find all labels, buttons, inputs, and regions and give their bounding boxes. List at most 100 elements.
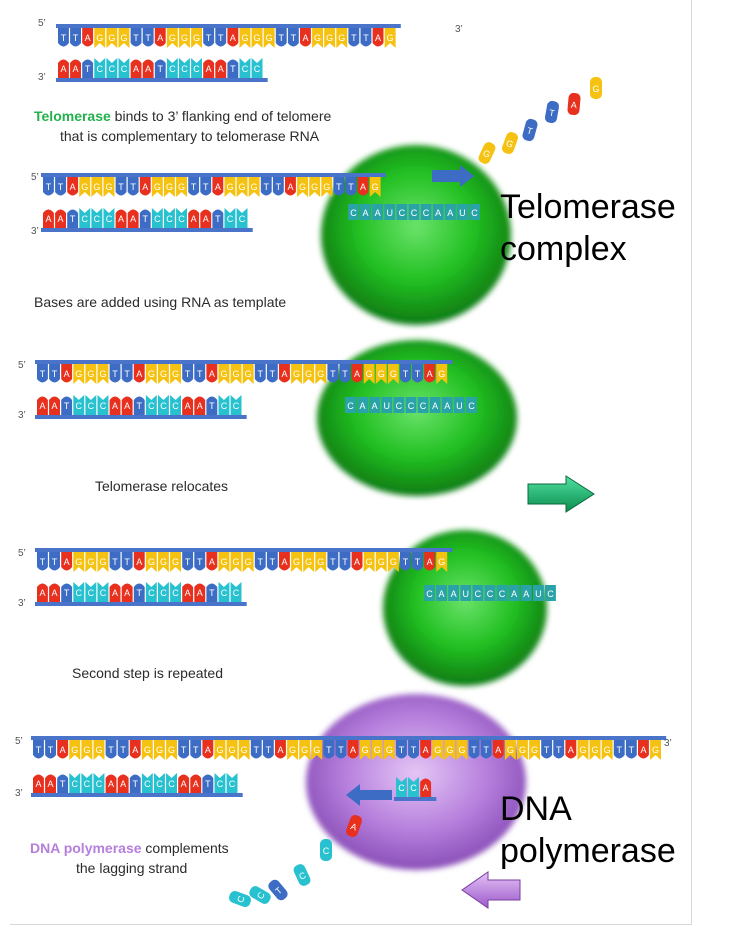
- step3-top-strand-base: [387, 364, 399, 384]
- step5-bottom-strand-base-letter: C: [229, 779, 236, 789]
- step5-bottom-strand-base-letter: T: [60, 779, 66, 789]
- step4-top-strand-base: [339, 552, 351, 571]
- step2-top-strand-base-letter: G: [239, 182, 246, 192]
- step4-bottom-strand-base: [182, 583, 194, 602]
- step4-bottom-strand-base: [49, 583, 60, 602]
- step3-bottom-strand-base-letter: C: [148, 401, 155, 411]
- step3-template-rna-base-letter: A: [360, 401, 366, 411]
- step4-top-strand-base-letter: T: [403, 557, 409, 567]
- step1-top-strand-base-letter: G: [181, 33, 188, 43]
- step4-top-strand-base: [182, 552, 194, 571]
- step5-bottom-strand-base: [166, 773, 177, 793]
- step4-bottom-strand-base: [73, 582, 85, 602]
- step5-top-strand-base: [565, 740, 577, 759]
- step2-top-strand-backbone: [41, 173, 386, 177]
- step4-top-strand-base-letter: G: [87, 557, 94, 567]
- step5-incoming-base: C: [293, 864, 311, 886]
- step2-top-strand-base-letter: T: [58, 182, 64, 192]
- step5-top-strand-base: [45, 740, 56, 759]
- step4-top-strand-base-letter: G: [390, 557, 397, 567]
- step2-template-rna-base: [372, 204, 384, 220]
- step3-bottom-strand-base-letter: A: [124, 401, 130, 411]
- step5-bottom-strand-base-letter: T: [133, 779, 139, 789]
- step3-top-strand-base-letter: G: [293, 369, 300, 379]
- step2-top-strand-base: [321, 177, 333, 197]
- step4-template-rna-base-letter: U: [535, 589, 542, 599]
- frame-border: [10, 0, 692, 925]
- step5-bottom-strand-base: [93, 773, 105, 793]
- step2-bottom-strand-base: [43, 209, 54, 228]
- step5-incoming-base-shape: [293, 864, 311, 886]
- telomerase-complex-label-line1: Telomerase: [500, 188, 676, 226]
- step1-bottom-strand-base: [251, 58, 263, 78]
- step2-top-strand-base-letter: T: [264, 182, 270, 192]
- step5-bottom-strand-backbone: [31, 793, 243, 797]
- step3-top-strand-base-letter: G: [75, 369, 82, 379]
- step4-bottom-strand-base: [230, 582, 242, 602]
- step4-bottom-strand-base-letter: C: [233, 588, 240, 598]
- step4-template-rna-base: [520, 585, 532, 601]
- step2-top-strand-base: [309, 177, 321, 197]
- step3-template-rna-base: [441, 397, 453, 413]
- step5-top-strand-base-letter: G: [531, 745, 538, 755]
- step1-top-strand-base-letter: G: [120, 33, 127, 43]
- step3-bottom-strand-base: [97, 395, 109, 415]
- step5-three-prime: 3’: [664, 738, 672, 749]
- step2-top-strand-base: [200, 177, 212, 196]
- step3-top-strand-base-letter: G: [317, 369, 324, 379]
- step3-top-strand-base-letter: G: [366, 369, 373, 379]
- step2-template-rna-base: [384, 204, 396, 220]
- arrows: [346, 165, 595, 909]
- step2-top-strand-base: [79, 177, 91, 197]
- step3-top-strand-backbone: [35, 360, 453, 364]
- step4-top-strand-base-letter: G: [438, 557, 445, 567]
- step3-bottom-strand-base: [170, 395, 181, 415]
- step1-bottom-strand-base: [191, 58, 202, 78]
- step5-top-strand-base-letter: G: [579, 745, 586, 755]
- step4-bottom-strand-base-letter: A: [124, 588, 130, 598]
- step4-top-strand-base-letter: G: [378, 557, 385, 567]
- step2-top-strand-base: [188, 177, 200, 196]
- step5-incoming-base-letter: T: [273, 885, 284, 897]
- step3-top-strand-base-letter: G: [172, 369, 179, 379]
- step2-top-strand-base-letter: T: [130, 182, 136, 192]
- step2-bottom-strand-base: [176, 208, 187, 228]
- step5-top-strand-base: [238, 740, 250, 760]
- step5-new-fragment-base: [408, 777, 419, 797]
- step4-template-rna-base: [424, 585, 435, 601]
- step3-bottom-strand-base-letter: C: [172, 401, 179, 411]
- step3-top-strand-base: [61, 364, 73, 383]
- step5-bottom-strand-base: [69, 773, 81, 793]
- step5-top-strand-base-letter: T: [556, 745, 562, 755]
- step3-template-rna-base-letter: U: [384, 401, 391, 411]
- caption-step5-highlight: DNA polymerase: [30, 840, 142, 856]
- step1-top-strand-base: [191, 28, 202, 48]
- step4-template-rna-base: [484, 585, 496, 601]
- step2-top-strand-base: [224, 177, 236, 197]
- step3-top-strand-base: [436, 364, 448, 384]
- step3-top-strand-base-letter: G: [378, 369, 385, 379]
- step1-top-strand-base-letter: G: [96, 33, 103, 43]
- step2-top-strand-base-letter: T: [336, 182, 342, 192]
- step3-bottom-strand-base: [158, 395, 169, 415]
- step5-top-strand-base: [262, 740, 274, 759]
- step4-bottom-strand-base-letter: C: [148, 588, 155, 598]
- step5-bottom-strand-base: [226, 773, 238, 793]
- step3-top-strand-base: [363, 364, 375, 384]
- step1-bottom-strand-base: [142, 59, 154, 78]
- step4-top-strand-base-letter: T: [124, 557, 130, 567]
- step5-top-strand-base-letter: A: [132, 745, 138, 755]
- step3-top-strand-base-letter: T: [330, 369, 336, 379]
- step3-top-strand-base-letter: G: [87, 369, 94, 379]
- step5-top-strand-base-letter: G: [458, 745, 465, 755]
- step3-top-strand-base-letter: G: [245, 369, 252, 379]
- step2-incoming-base-shape: [522, 118, 538, 142]
- step3-bottom-strand-base-letter: A: [52, 401, 58, 411]
- step5-bottom-strand-base-letter: A: [35, 779, 41, 789]
- step3-top-strand-base: [121, 364, 133, 383]
- step2-top-strand-base: [333, 177, 345, 196]
- step3-top-strand-base: [218, 364, 230, 384]
- step2-incoming-base-letter: G: [481, 148, 492, 160]
